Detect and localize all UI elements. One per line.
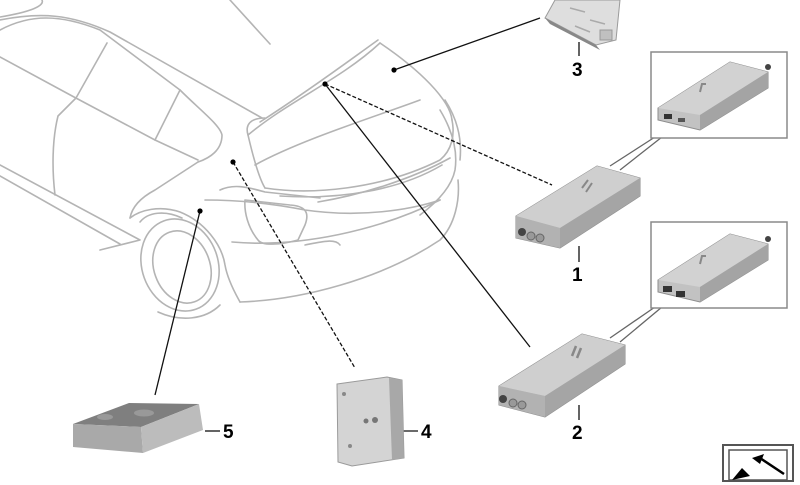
part-4-control-unit[interactable] (336, 376, 405, 467)
callout-1[interactable]: 1 (572, 265, 583, 286)
callout-3[interactable]: 3 (572, 60, 583, 81)
part-5-bracket[interactable] (73, 403, 203, 453)
part-1-module[interactable] (515, 165, 641, 249)
inset-1-detail (650, 51, 788, 139)
part-2-module[interactable] (498, 333, 626, 418)
callout-4[interactable]: 4 (421, 422, 432, 443)
part-3-amplifier[interactable] (544, 0, 621, 50)
inset-2-detail (650, 221, 788, 309)
arrow-up-left-icon (728, 449, 788, 481)
attachment-points (197, 67, 397, 214)
callout-2[interactable]: 2 (572, 423, 583, 444)
car-outline (0, 0, 462, 319)
diagram-canvas (0, 0, 788, 467)
callout-5[interactable]: 5 (223, 422, 234, 443)
leader-lines (154, 17, 663, 432)
navigation-button[interactable] (722, 444, 794, 482)
